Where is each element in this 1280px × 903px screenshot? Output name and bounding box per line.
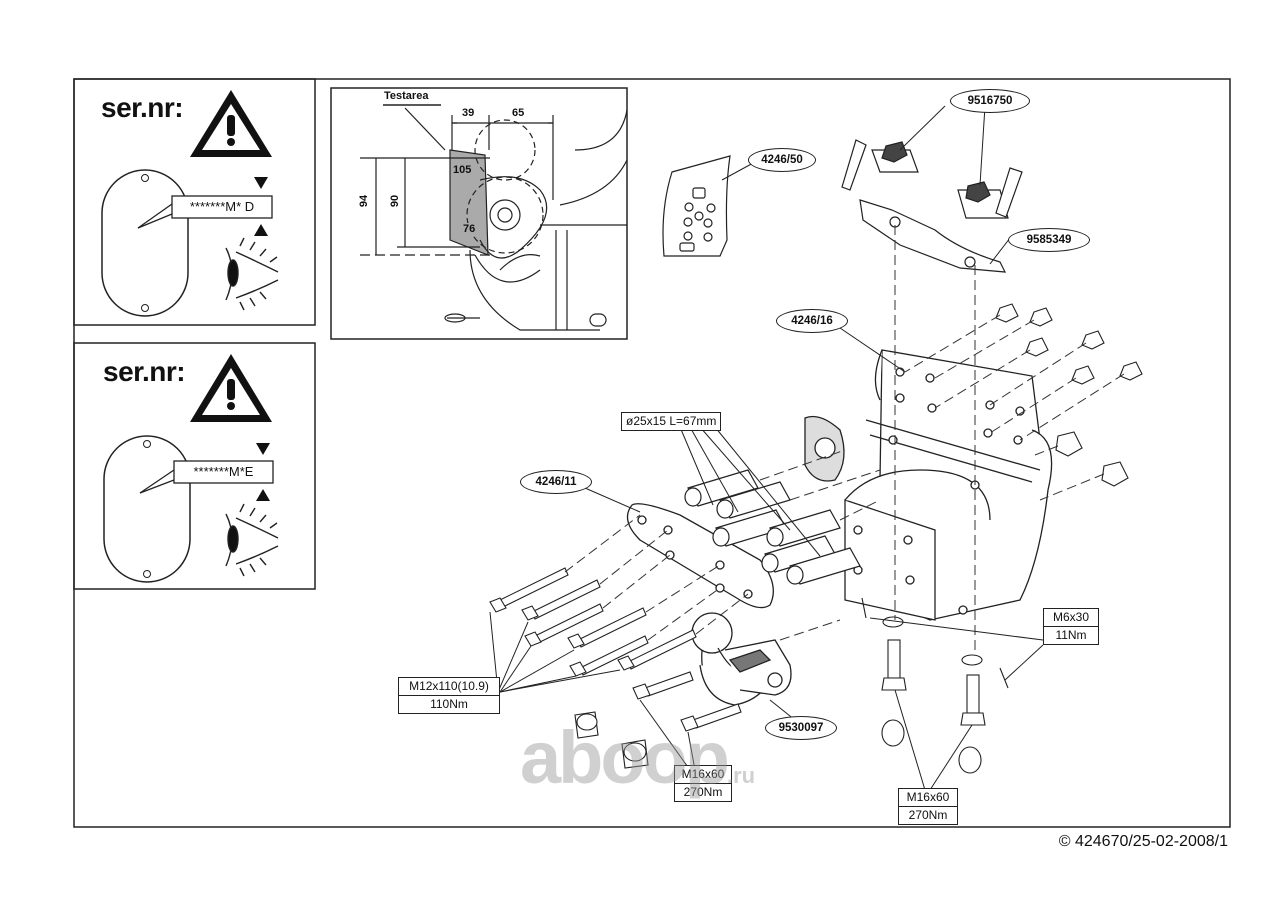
bolt-size-m16-right: M16x60 (899, 789, 957, 807)
part-label-9585349: 9585349 (1008, 228, 1090, 252)
dim-39: 39 (462, 107, 475, 119)
bolt-torque-m12: 110Nm (430, 697, 468, 711)
part-label-4246-50: 4246/50 (748, 148, 816, 172)
bolt-spec-m16-left: M16x60 270Nm (674, 765, 732, 802)
nut-plates-9516750-drawing (841, 139, 1023, 273)
warning-triangle-icon (190, 90, 272, 157)
bolt-size-m16-left: M16x60 (675, 766, 731, 784)
plate-4246-11-drawing (626, 503, 774, 609)
dim-65: 65 (512, 107, 525, 119)
document-reference: © 424670/25-02-2008/1 (1058, 833, 1228, 850)
assembly-lines (564, 225, 1125, 650)
plate-code-top: *******M* D (174, 199, 270, 214)
plate-code-bottom: *******M*E (176, 464, 271, 479)
detail-panel (330, 87, 628, 340)
bolt-spec-m12: M12x110(10.9) 110Nm (398, 677, 500, 714)
part-label-4246-11: 4246/11 (520, 470, 592, 494)
warning-panel-bottom (73, 342, 316, 590)
leader-lines (489, 105, 1044, 791)
serial-number-label-bottom: ser.nr: (103, 356, 186, 387)
spacer-tubes-drawing (684, 469, 861, 585)
detail-hitch-drawing (360, 104, 628, 331)
nuts-drawing (995, 303, 1143, 487)
bolt-torque-m16-right: 270Nm (908, 808, 948, 822)
bracket-4246-50-drawing (662, 155, 731, 257)
spacer-spec-text: ø25x15 L=67mm (626, 414, 717, 428)
tow-ball-9530097-drawing (691, 612, 792, 706)
warning-triangle-icon (190, 354, 272, 422)
bolt-torque-m16-left: 270Nm (683, 785, 723, 799)
main-carrier-4246-16-drawing (804, 349, 1053, 621)
eye-icon (225, 237, 279, 311)
bolts-m16-right-drawing (861, 597, 1009, 774)
warning-panel-top (73, 78, 316, 326)
dim-94: 94 (358, 194, 371, 208)
eye-icon (225, 503, 279, 577)
detail-view-title: Testarea (384, 90, 429, 102)
bolts-m12-drawing (489, 567, 697, 677)
dim-90: 90 (389, 194, 402, 208)
watermark-suffix: .ru (726, 763, 756, 788)
bolt-spec-m16-right: M16x60 270Nm (898, 788, 958, 825)
serial-number-label-top: ser.nr: (101, 92, 184, 123)
dim-105: 105 (453, 164, 472, 176)
bolt-size-m6: M6x30 (1044, 609, 1098, 627)
part-label-9530097: 9530097 (765, 716, 837, 740)
watermark-main: aboop (520, 716, 730, 799)
part-label-4246-16: 4246/16 (776, 309, 848, 333)
bolt-size-m12: M12x110(10.9) (399, 678, 499, 696)
bolts-m16-left-drawing (574, 671, 742, 769)
part-label-9516750: 9516750 (950, 89, 1030, 113)
bolt-torque-m6: 11Nm (1055, 628, 1087, 642)
dim-76: 76 (463, 223, 476, 235)
spacer-spec-label: ø25x15 L=67mm (621, 412, 722, 431)
watermark: aboop.ru (520, 715, 755, 800)
bolt-spec-m6: M6x30 11Nm (1043, 608, 1099, 645)
